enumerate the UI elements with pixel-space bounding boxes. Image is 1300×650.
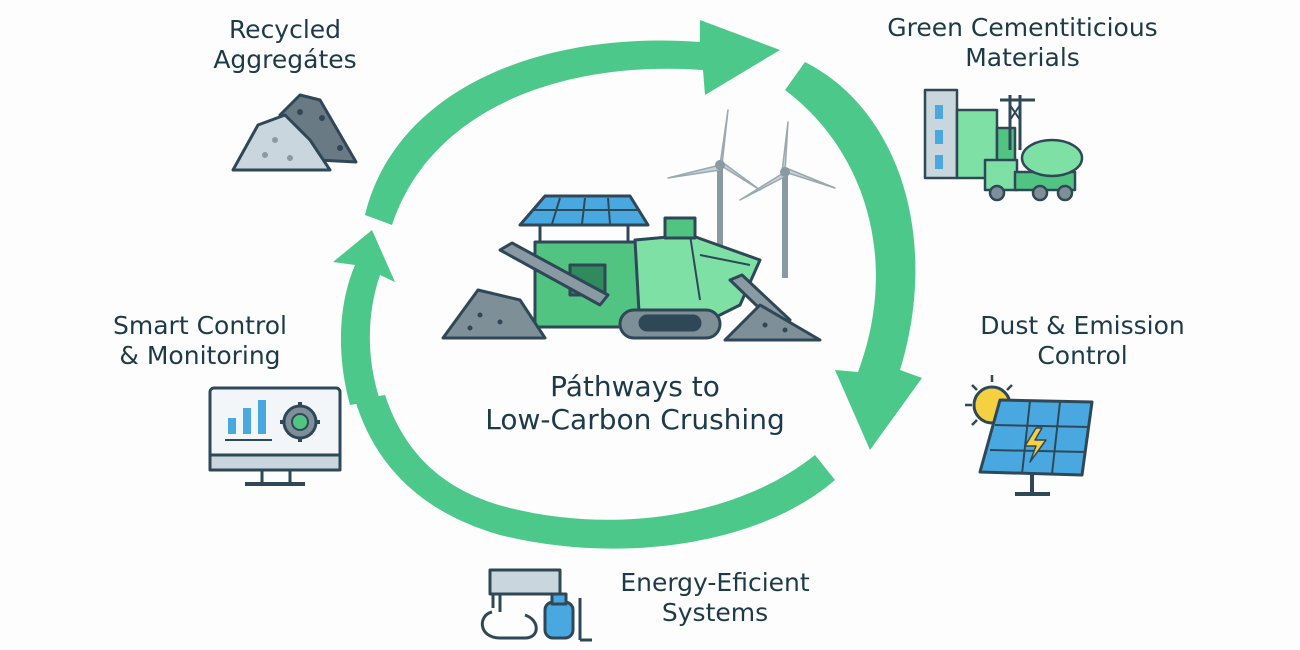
node-label-line: Control: [1037, 341, 1128, 370]
node-label-line: Energy-Eficient: [620, 568, 810, 597]
diagram-title: Páthways to Low-Carbon Crushing: [430, 370, 840, 436]
diagram-title-line: Low-Carbon Crushing: [485, 403, 785, 436]
node-label-line: & Monitoring: [119, 341, 281, 370]
node-label-recycled-aggregates: Recycled Aggregátes: [180, 15, 390, 75]
node-label-line: Materials: [965, 43, 1080, 72]
node-label-line: Systems: [661, 598, 769, 627]
node-label-dust-emission: Dust & Emission Control: [955, 311, 1210, 371]
cycle-arrow-bottom: [355, 395, 835, 549]
node-label-energy-efficient: Energy-Eficient Systems: [595, 568, 835, 628]
cycle-arrows: [333, 20, 922, 549]
rock-pile-icon: [231, 93, 358, 172]
crusher-machine-illustration: [441, 109, 836, 342]
construction-site-icon: [923, 88, 1084, 202]
pipe-valve-icon: [481, 568, 592, 642]
cycle-arrow-right: [785, 62, 922, 450]
cycle-arrow-left: [333, 230, 395, 405]
cycle-arrow-top: [365, 20, 780, 225]
node-label-line: Dust & Emission: [980, 311, 1185, 340]
node-label-line: Green Cementiticious: [887, 13, 1158, 42]
node-label-line: Aggregátes: [213, 45, 357, 74]
node-label-line: Smart Control: [113, 311, 287, 340]
node-label-line: Recycled: [228, 15, 342, 44]
diagram-title-line: Páthways to: [550, 370, 720, 403]
node-label-green-cementitious: Green Cementiticious Materials: [850, 13, 1195, 73]
node-label-smart-control: Smart Control & Monitoring: [85, 311, 315, 371]
solar-panel-icon: [965, 375, 1094, 496]
monitor-dashboard-icon: [208, 386, 342, 486]
